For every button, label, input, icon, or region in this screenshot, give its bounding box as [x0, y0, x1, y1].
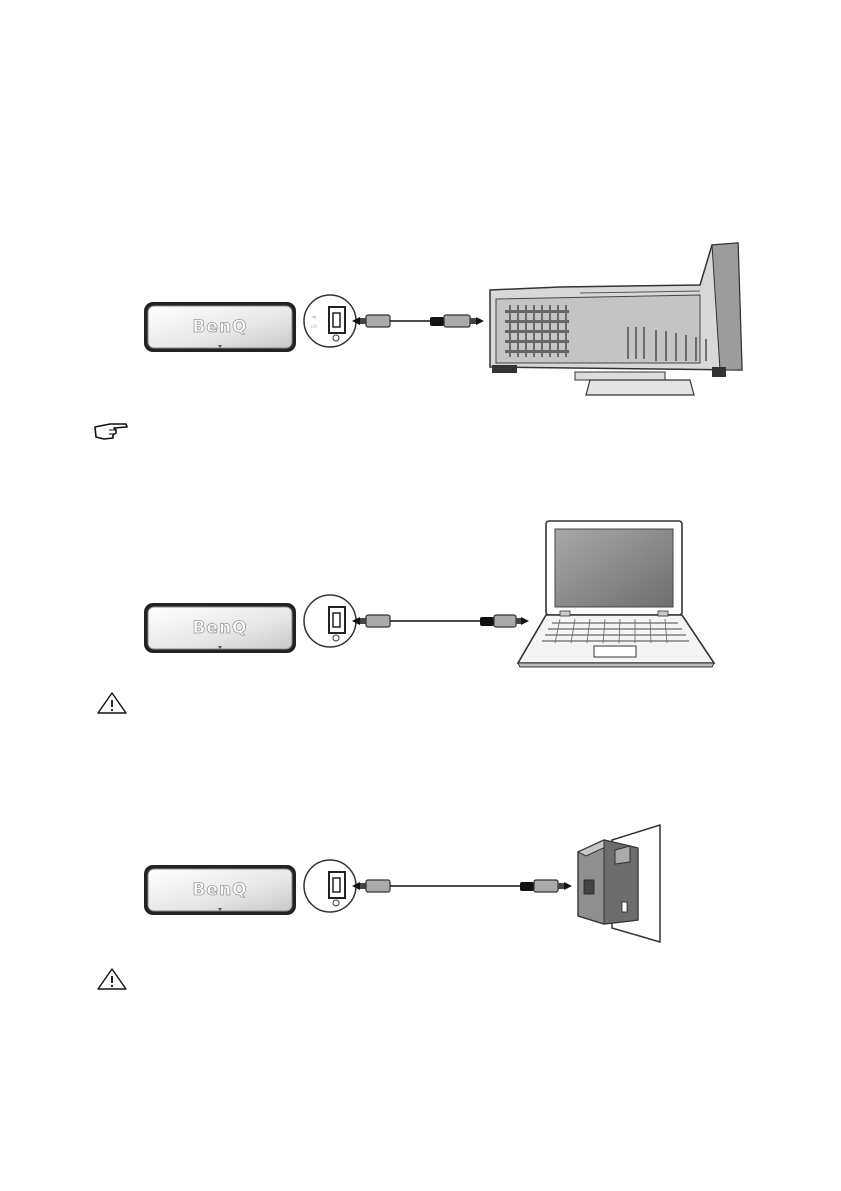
- brand-logo: BenQ: [192, 317, 247, 337]
- svg-text:ON: ON: [311, 324, 317, 329]
- device-box: BenQ: [144, 865, 296, 915]
- usb-cable: [352, 880, 572, 892]
- brand-logo: BenQ: [192, 880, 247, 900]
- projector-illustration: [490, 243, 742, 395]
- warning-icon: [95, 966, 129, 992]
- warning-icon: [95, 690, 129, 716]
- figure-laptop-connection: BenQ: [0, 515, 841, 675]
- device-box: BenQ: [144, 302, 296, 352]
- port-zoom-circle: [304, 595, 356, 647]
- pointing-hand-icon: [92, 421, 132, 443]
- port-zoom-circle: [304, 860, 356, 912]
- device-box: BenQ: [144, 603, 296, 653]
- svg-text:⇋: ⇋: [312, 315, 316, 321]
- wall-adapter-illustration: [578, 825, 660, 942]
- brand-logo: BenQ: [192, 618, 247, 638]
- figure-projector-connection: BenQ ⇋ ON: [0, 235, 841, 410]
- figure-wall-adapter-connection: BenQ: [0, 820, 841, 950]
- usb-cable: [352, 615, 529, 627]
- laptop-illustration: [518, 521, 714, 667]
- port-zoom-circle: ⇋ ON: [304, 295, 356, 347]
- usb-cable: [352, 315, 484, 327]
